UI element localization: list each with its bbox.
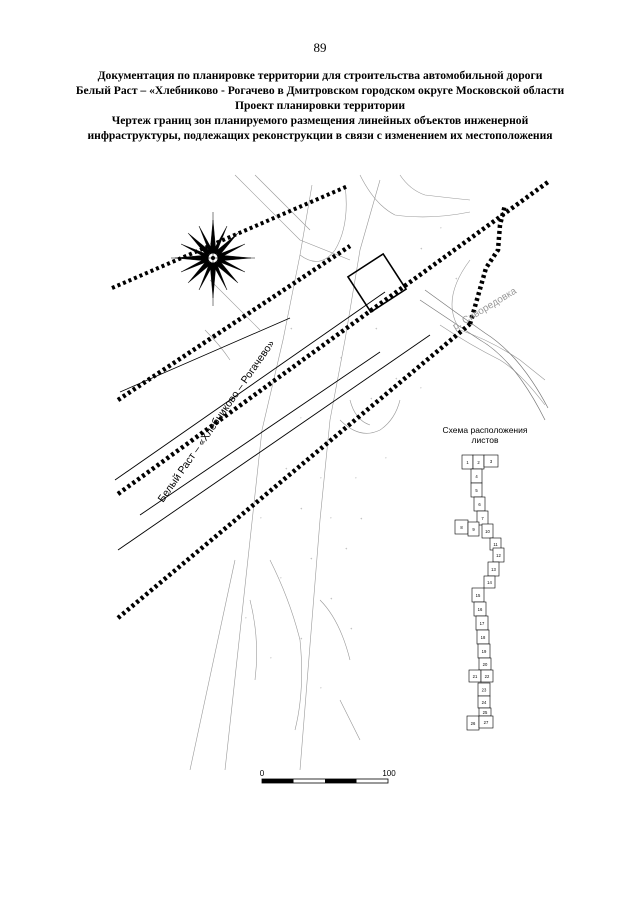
river-label: р. Сиворедовка xyxy=(451,286,519,333)
svg-text:+: + xyxy=(360,516,363,521)
document-header: Документация по планировке территории дл… xyxy=(20,68,620,143)
svg-text:+: + xyxy=(300,636,303,641)
sheet-box xyxy=(467,521,480,537)
road-lines xyxy=(114,291,431,551)
svg-text:°: ° xyxy=(320,476,322,481)
terrain-marks: + ° + ° + ° + ° + ° + ° + ° + ° + ° + ° + ° + ° + ° + xyxy=(245,226,458,691)
sheet-box xyxy=(478,715,494,729)
scale-start-label: 0 xyxy=(260,769,265,778)
svg-text:°: ° xyxy=(355,476,357,481)
sheet-number: 19 xyxy=(482,649,487,654)
sheet-number: 15 xyxy=(476,593,481,598)
river xyxy=(419,289,549,421)
sheet-number: 16 xyxy=(478,607,483,612)
svg-text:+: + xyxy=(375,326,378,331)
scheme-title-line1: Схема расположения xyxy=(443,425,528,435)
sheet-number: 2 xyxy=(477,460,480,465)
sheet-box xyxy=(481,523,494,539)
svg-text:°: ° xyxy=(270,656,272,661)
svg-text:°: ° xyxy=(440,226,442,231)
scale-end-label: 100 xyxy=(382,769,396,778)
svg-text:+: + xyxy=(455,276,458,281)
svg-text:°: ° xyxy=(280,576,282,581)
svg-text:+: + xyxy=(330,596,333,601)
page-number: 89 xyxy=(313,40,327,55)
sheet-number: 9 xyxy=(472,527,475,532)
sheet-number: 12 xyxy=(496,553,501,558)
sheet-number: 1 xyxy=(466,460,469,465)
svg-text:°: ° xyxy=(330,516,332,521)
sheet-number: 17 xyxy=(480,621,485,626)
scheme-title-line2: листов xyxy=(472,435,499,445)
sheet-number: 7 xyxy=(481,516,484,521)
svg-text:+: + xyxy=(285,466,288,471)
sheet-number: 4 xyxy=(475,474,478,479)
svg-text:°: ° xyxy=(420,386,422,391)
svg-text:+: + xyxy=(395,376,398,381)
svg-text:°: ° xyxy=(385,456,387,461)
sheet-number: 23 xyxy=(482,688,487,693)
sheet-number: 25 xyxy=(483,710,488,715)
header-line-2: Белый Раст – «Хлебниково - Рогачево в Дм… xyxy=(75,84,565,97)
sheet-box xyxy=(483,454,499,468)
svg-text:°: ° xyxy=(340,356,342,361)
planning-boundaries xyxy=(111,180,550,620)
sheet-number: 10 xyxy=(485,529,490,534)
sheet-box xyxy=(483,575,496,589)
sheet-number: 18 xyxy=(481,635,486,640)
svg-text:+: + xyxy=(310,556,313,561)
sheet-number: 14 xyxy=(487,580,492,585)
sheet-number: 22 xyxy=(485,674,490,679)
sheet-number: 20 xyxy=(483,662,488,667)
header-line-5: инфраструктуры, подлежащих реконструкции… xyxy=(87,129,553,142)
sheet-number: 13 xyxy=(491,567,496,572)
sheet-number: 11 xyxy=(493,542,498,547)
svg-text:+: + xyxy=(370,396,373,401)
inset-frame xyxy=(346,252,408,314)
svg-text:+: + xyxy=(300,506,303,511)
header-line-1: Документация по планировке территории дл… xyxy=(97,69,543,82)
sheet-number: 8 xyxy=(460,525,463,530)
svg-text:°: ° xyxy=(245,616,247,621)
sheet-number: 6 xyxy=(478,502,481,507)
svg-text:°: ° xyxy=(320,686,322,691)
sheet-number: 3 xyxy=(490,459,493,464)
scale-bar xyxy=(261,778,389,784)
header-line-3: Проект планировки территории xyxy=(234,99,406,112)
svg-text:+: + xyxy=(350,626,353,631)
sheet-number: 27 xyxy=(484,720,489,725)
svg-text:+: + xyxy=(345,546,348,551)
svg-text:°: ° xyxy=(300,416,302,421)
svg-text:+: + xyxy=(420,246,423,251)
svg-text:+: + xyxy=(290,326,293,331)
sheet-number: 21 xyxy=(473,674,478,679)
sheet-number: 24 xyxy=(482,700,487,705)
compass-rose-icon xyxy=(171,212,255,306)
header-line-4: Чертеж границ зон планируемого размещени… xyxy=(111,114,529,127)
sheet-number: 26 xyxy=(471,721,476,726)
sheet-box xyxy=(480,669,494,683)
svg-text:°: ° xyxy=(260,516,262,521)
sheet-number: 5 xyxy=(475,488,478,493)
